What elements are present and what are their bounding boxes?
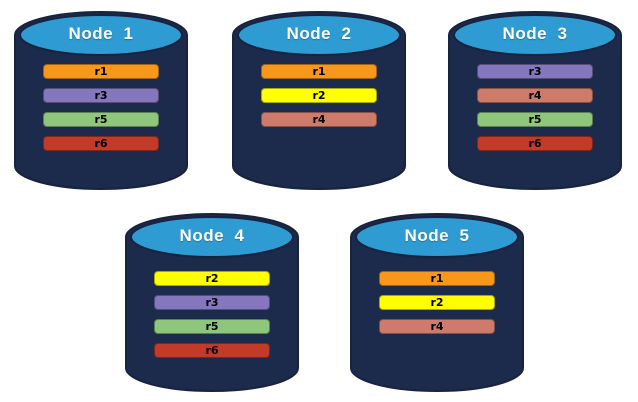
replica-bar-r3: r3 bbox=[154, 295, 270, 310]
node-title: Node 4 bbox=[179, 226, 245, 245]
node-title: Node 3 bbox=[502, 24, 568, 43]
replica-bar-r1: r1 bbox=[379, 271, 495, 286]
replica-bar-r3: r3 bbox=[477, 64, 593, 79]
node-2: Node 2 r1 r2 r4 bbox=[231, 9, 407, 192]
replica-bar-r5: r5 bbox=[477, 112, 593, 127]
replica-bar-r6: r6 bbox=[43, 136, 159, 151]
replica-bar-r1: r1 bbox=[43, 64, 159, 79]
replica-bar-r5: r5 bbox=[154, 319, 270, 334]
replica-bar-r2: r2 bbox=[154, 271, 270, 286]
node-1: Node 1 r1 r3 r5 r6 bbox=[13, 9, 189, 192]
node-title: Node 5 bbox=[404, 226, 470, 245]
replica-list: r1 r3 r5 r6 bbox=[43, 64, 159, 160]
replica-list: r2 r3 r5 r6 bbox=[154, 271, 270, 367]
replica-bar-r1: r1 bbox=[261, 64, 377, 79]
node-5: Node 5 r1 r2 r4 bbox=[349, 211, 525, 394]
replica-bar-r4: r4 bbox=[261, 112, 377, 127]
replica-bar-r6: r6 bbox=[477, 136, 593, 151]
node-title: Node 2 bbox=[286, 24, 352, 43]
replica-bar-r6: r6 bbox=[154, 343, 270, 358]
replica-bar-r5: r5 bbox=[43, 112, 159, 127]
replica-list: r1 r2 r4 bbox=[261, 64, 377, 136]
node-4: Node 4 r2 r3 r5 r6 bbox=[124, 211, 300, 394]
replica-bar-r2: r2 bbox=[379, 295, 495, 310]
replica-bar-r3: r3 bbox=[43, 88, 159, 103]
replica-bar-r4: r4 bbox=[379, 319, 495, 334]
replica-list: r3 r4 r5 r6 bbox=[477, 64, 593, 160]
replica-list: r1 r2 r4 bbox=[379, 271, 495, 343]
node-title: Node 1 bbox=[68, 24, 134, 43]
replica-bar-r2: r2 bbox=[261, 88, 377, 103]
replica-bar-r4: r4 bbox=[477, 88, 593, 103]
node-3: Node 3 r3 r4 r5 r6 bbox=[447, 9, 623, 192]
